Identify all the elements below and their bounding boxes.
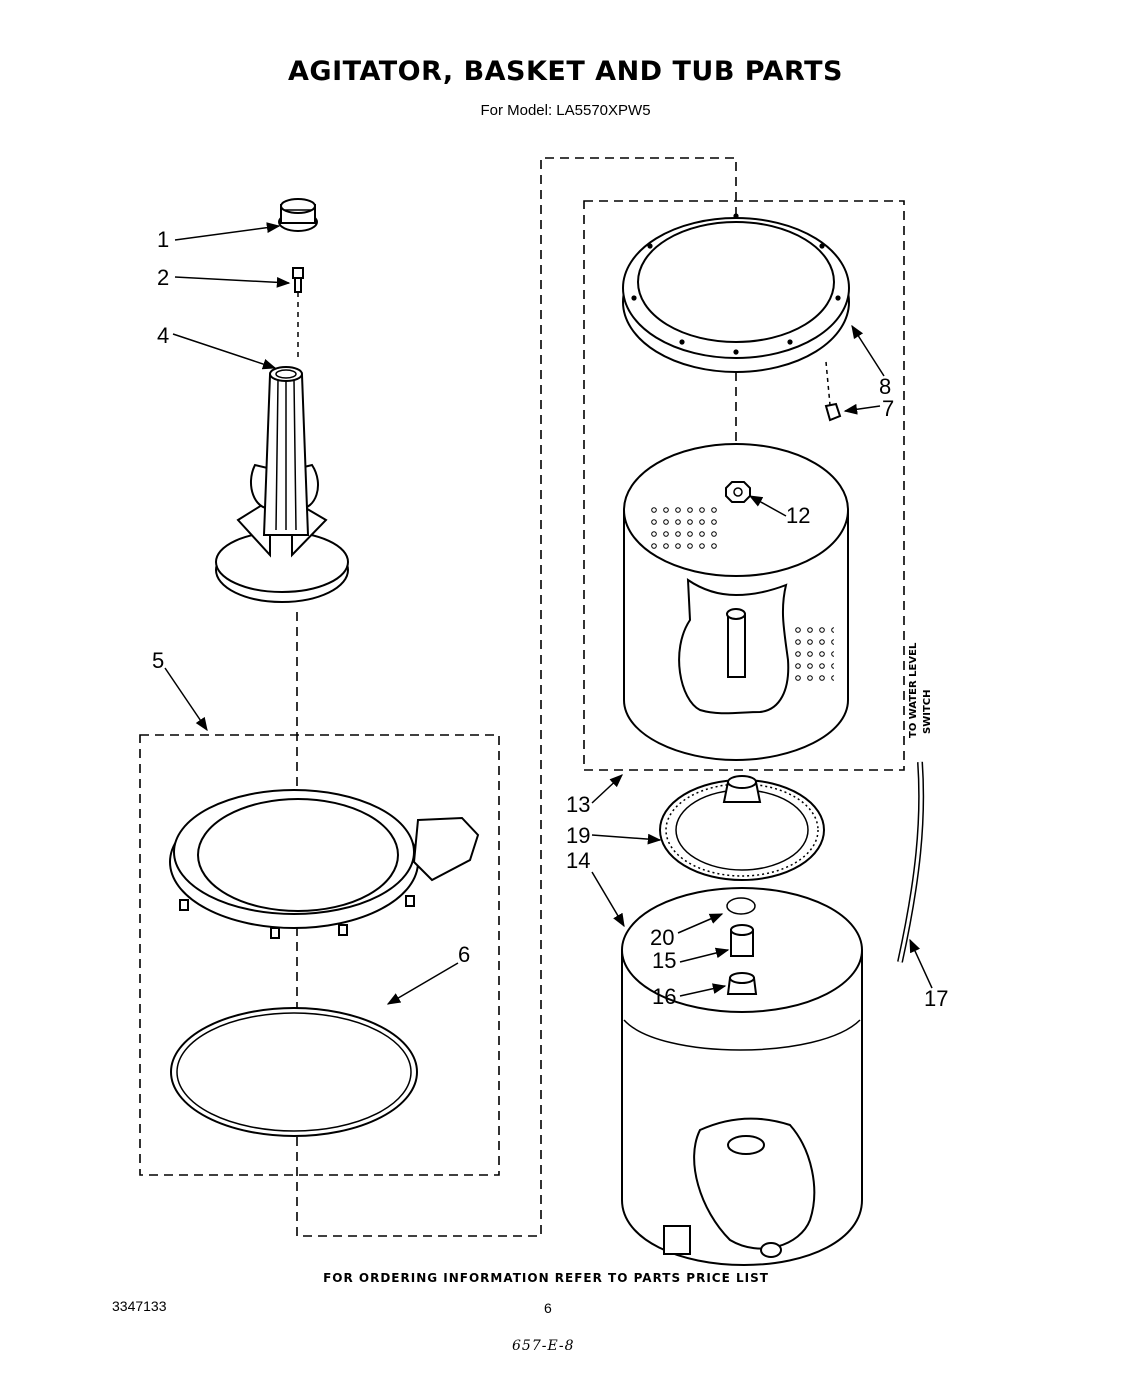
- agitator-icon: [215, 366, 349, 603]
- tub-ring-icon: [169, 789, 480, 939]
- ordering-info-note: FOR ORDERING INFORMATION REFER TO PARTS …: [323, 1271, 769, 1285]
- callout-19: 19: [566, 823, 590, 848]
- document-number: 3347133: [112, 1298, 167, 1314]
- drive-hub-icon: [659, 775, 825, 881]
- balance-ring-icon: [622, 213, 850, 373]
- agitator-cap-icon: [278, 198, 318, 232]
- leader-lines: [164, 222, 933, 1005]
- callout-7: 7: [882, 396, 894, 421]
- model-line: For Model: LA5570XPW5: [480, 102, 651, 119]
- callout-15: 15: [652, 948, 676, 973]
- callout-20: 20: [650, 925, 674, 950]
- clip-icon: [824, 361, 842, 422]
- tub-seal-icon: [170, 1007, 418, 1137]
- hose-icon: [897, 761, 925, 963]
- diagram-title: AGITATOR, BASKET AND TUB PARTS: [288, 56, 843, 87]
- callout-14: 14: [566, 848, 590, 873]
- callout-6: 6: [458, 942, 470, 967]
- callout-1: 1: [157, 227, 169, 252]
- callout-5: 5: [152, 648, 164, 673]
- callout-8: 8: [879, 374, 891, 399]
- callout-12: 12: [786, 503, 810, 528]
- callout-4: 4: [157, 323, 169, 348]
- drive-block-nut-icon: [725, 481, 751, 503]
- tub-bearing-icon: [730, 924, 754, 957]
- water-level-label-line1: TO WATER LEVEL: [908, 642, 919, 738]
- water-level-label-line2: SWITCH: [922, 690, 933, 734]
- bolt-icon: [292, 267, 304, 360]
- page-number: 6: [544, 1300, 552, 1316]
- callout-16: 16: [652, 984, 676, 1009]
- basket-group-box: [583, 200, 905, 771]
- basket-icon: [623, 443, 849, 762]
- tub-ring-group-box: [139, 734, 500, 1176]
- callout-2: 2: [157, 265, 169, 290]
- handwritten-note: 657-E-8: [512, 1338, 575, 1354]
- callout-13: 13: [566, 792, 590, 817]
- retaining-ring-icon: [726, 897, 756, 915]
- callout-17: 17: [924, 986, 948, 1011]
- spanner-nut-icon: [726, 972, 758, 995]
